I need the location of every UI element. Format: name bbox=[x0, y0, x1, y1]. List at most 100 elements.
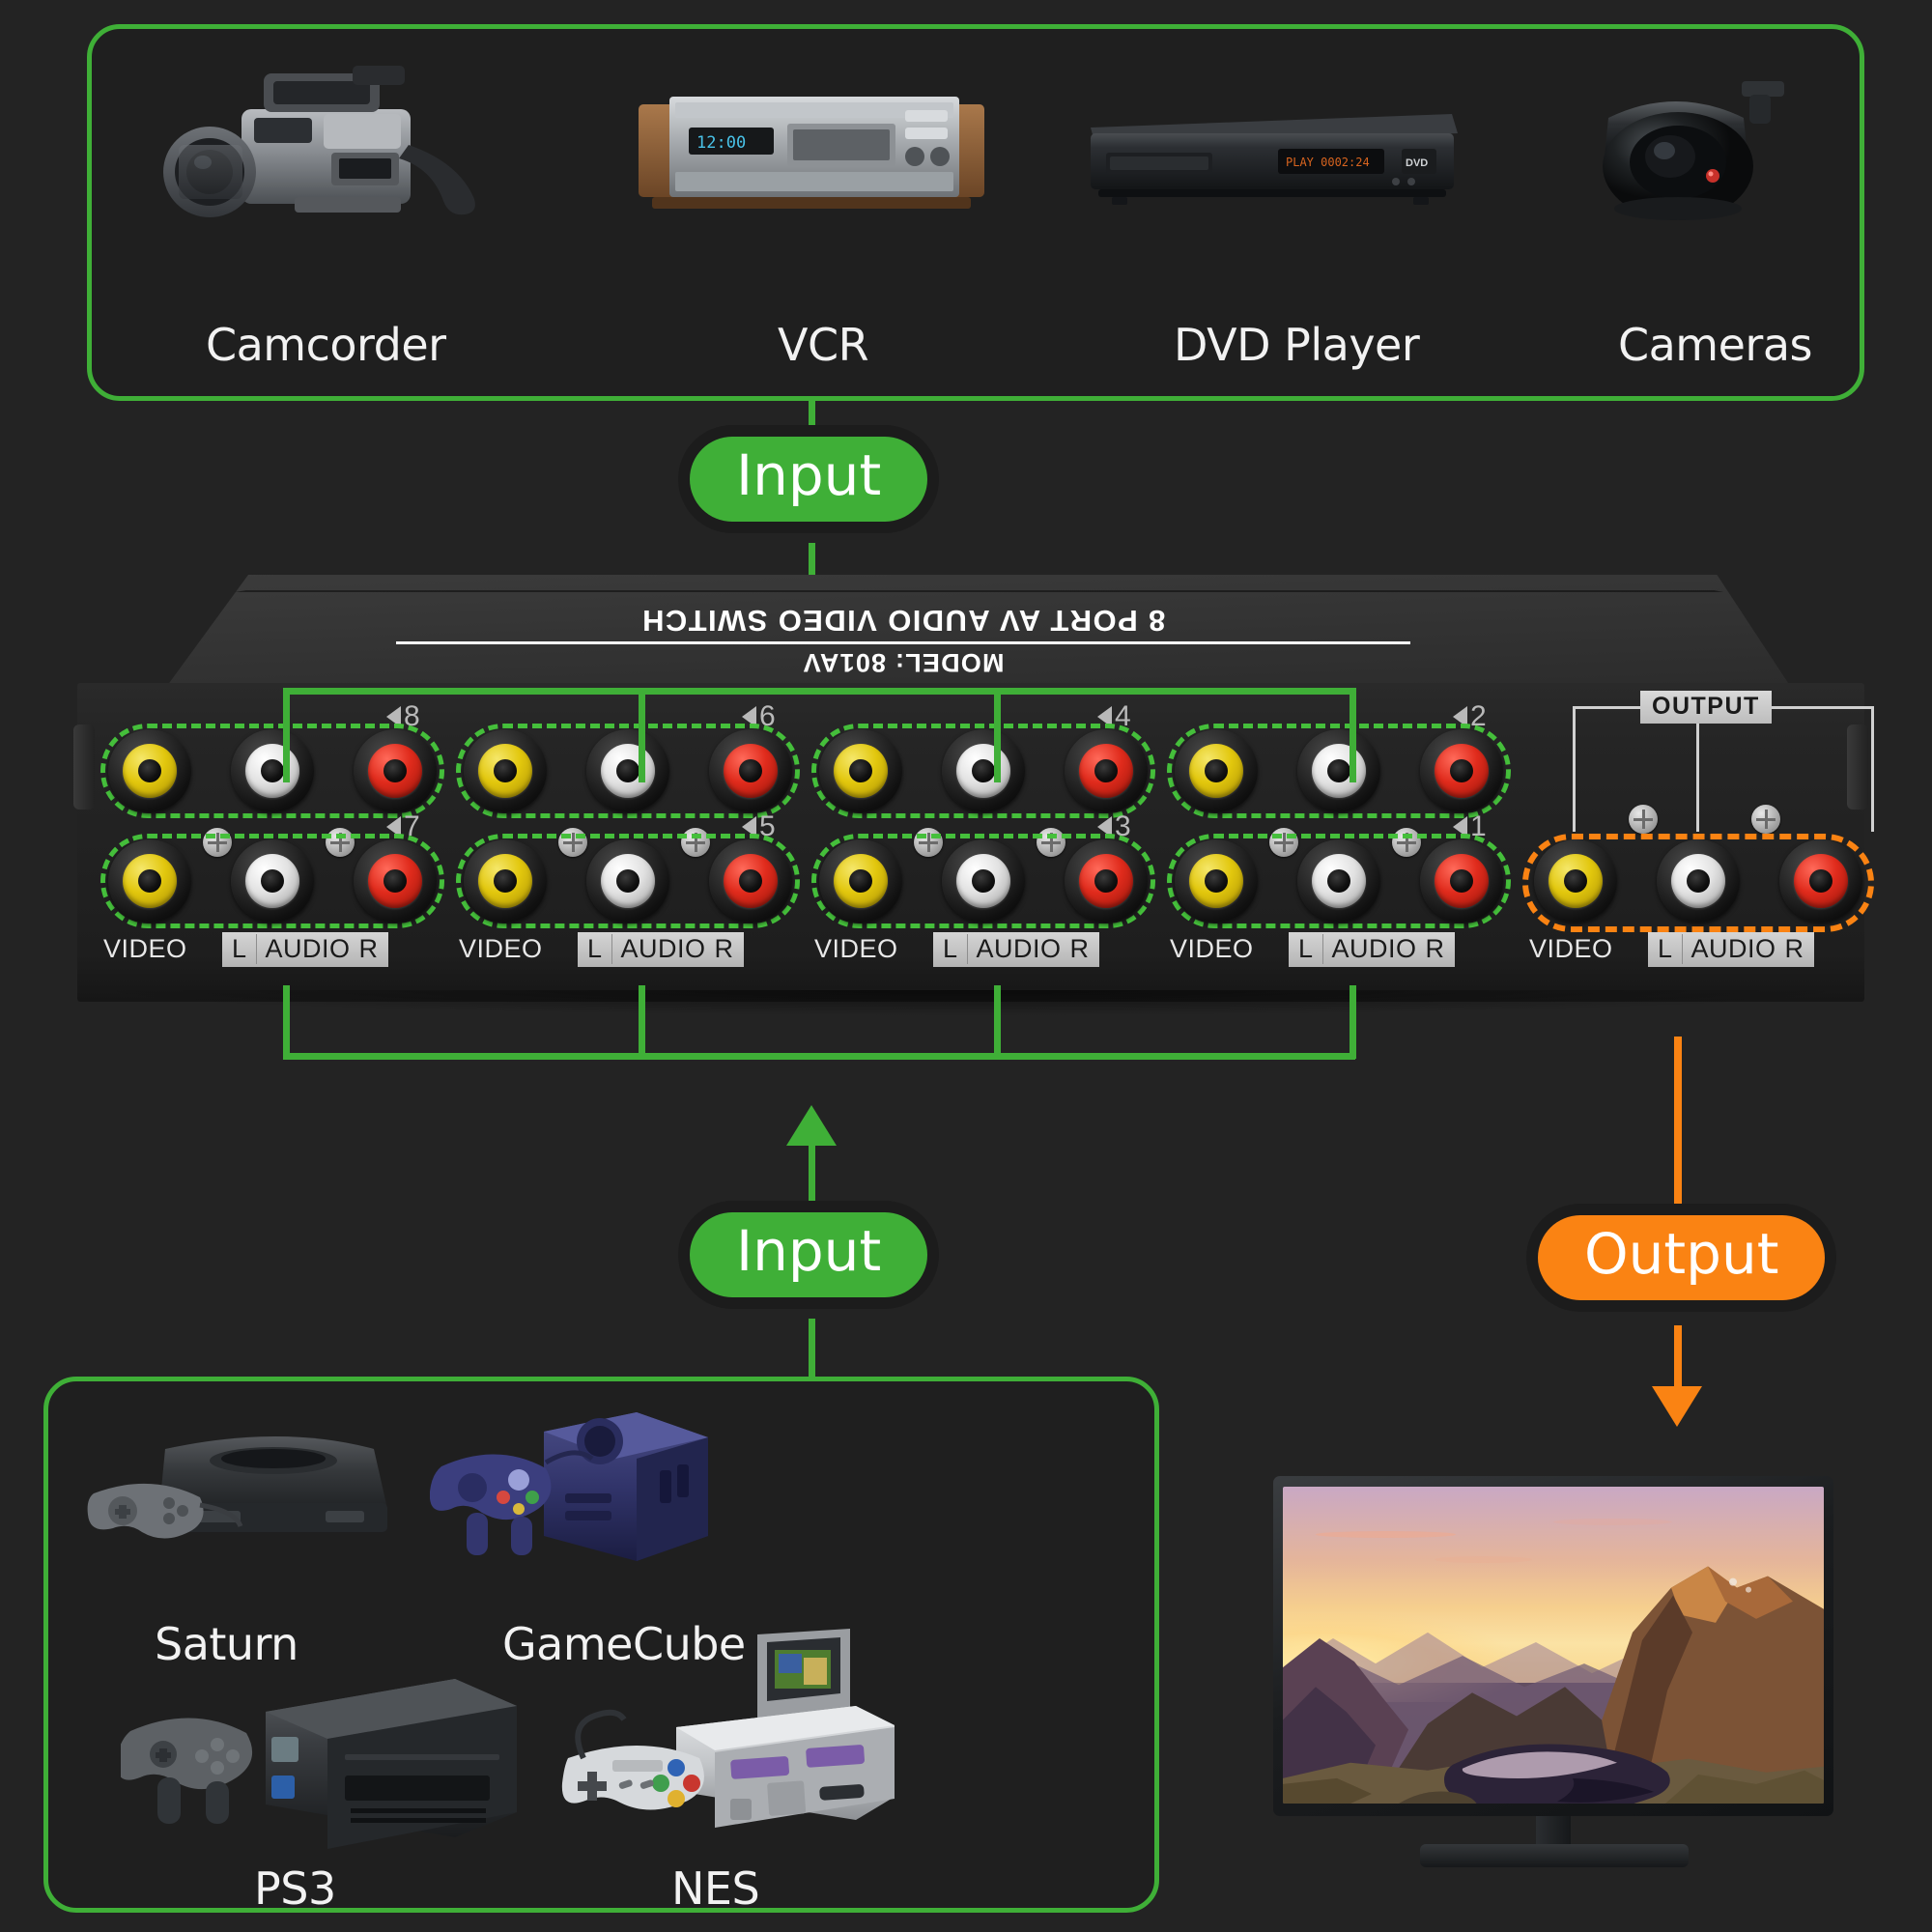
label-audio-word-3: AUDIO bbox=[976, 934, 1062, 963]
wire-bottom-riser-1 bbox=[283, 985, 290, 1059]
sega-saturn-icon bbox=[72, 1410, 401, 1584]
av-switch-device: MODEL: 801AV 8 PORT AV AUDIO VIDEO SWITC… bbox=[73, 575, 1874, 1038]
port-number-3: 3 bbox=[1097, 810, 1131, 843]
label-audio-r-2: R bbox=[714, 934, 734, 963]
wire-bottom-riser-3 bbox=[994, 985, 1001, 1059]
jack-audio-l-6[interactable] bbox=[586, 729, 669, 812]
panel-screw bbox=[203, 828, 232, 857]
panel-screw bbox=[1269, 828, 1298, 857]
jack-video-7[interactable] bbox=[108, 839, 191, 923]
jack-video-6[interactable] bbox=[464, 729, 547, 812]
top-source-label-0: Camcorder bbox=[206, 319, 446, 371]
port-arrow-icon bbox=[386, 706, 401, 727]
wire-top-drop-2 bbox=[639, 688, 645, 782]
panel-screw-output-right bbox=[1751, 805, 1780, 834]
jack-audio-r-3[interactable] bbox=[1065, 839, 1148, 923]
port-number-1-label: 1 bbox=[1470, 810, 1487, 842]
device-title-text: 8 PORT AV AUDIO VIDEO SWITCH bbox=[640, 604, 1166, 638]
jack-audio-l-1[interactable] bbox=[1297, 839, 1380, 923]
jack-audio-l-3[interactable] bbox=[942, 839, 1025, 923]
output-bracket-label: OUTPUT bbox=[1640, 691, 1772, 724]
label-audio-l-1: L bbox=[232, 934, 247, 963]
jack-audio-r-1[interactable] bbox=[1420, 839, 1503, 923]
dvd-player-icon: PLAY 0002:24 DVD bbox=[1077, 104, 1463, 220]
jack-audio-l-4[interactable] bbox=[942, 729, 1025, 812]
device-left-ear bbox=[73, 724, 95, 810]
tv-stand-base bbox=[1420, 1844, 1689, 1867]
label-audio-group-4: L AUDIO R bbox=[1289, 932, 1455, 967]
tv-scene-landscape bbox=[1283, 1566, 1824, 1804]
label-audio-word-2: AUDIO bbox=[620, 934, 706, 963]
jack-video-2[interactable] bbox=[1175, 729, 1258, 812]
jack-audio-r-8[interactable] bbox=[354, 729, 437, 812]
security-camera-icon bbox=[1570, 62, 1792, 236]
bottom-source-label-2: PS3 bbox=[254, 1862, 336, 1915]
port-number-2-label: 2 bbox=[1470, 700, 1487, 732]
input-badge-bottom: Input bbox=[690, 1212, 928, 1297]
wire-top-drop-4 bbox=[1350, 688, 1356, 782]
tv-scene-cloud bbox=[1315, 1530, 1457, 1538]
jack-video-8[interactable] bbox=[108, 729, 191, 812]
gamecube-icon bbox=[429, 1399, 720, 1592]
arrow-up-to-device bbox=[786, 1105, 837, 1146]
panel-screw bbox=[914, 828, 943, 857]
label-audio-word-4: AUDIO bbox=[1331, 934, 1417, 963]
jack-output-video[interactable] bbox=[1534, 839, 1617, 923]
label-video-group-1: VIDEO bbox=[103, 934, 187, 963]
output-badge: Output bbox=[1538, 1215, 1826, 1300]
jack-audio-l-8[interactable] bbox=[231, 729, 314, 812]
input-badge-top-label: Input bbox=[736, 442, 882, 508]
wire-top-panel-to-input-badge bbox=[809, 401, 815, 440]
device-shadow bbox=[97, 990, 1845, 1015]
top-source-label-2: DVD Player bbox=[1174, 319, 1420, 371]
output-bracket-left-stem bbox=[1573, 706, 1576, 832]
jack-audio-l-5[interactable] bbox=[586, 839, 669, 923]
panel-screw-output-left bbox=[1629, 805, 1658, 834]
label-video-group-3: VIDEO bbox=[814, 934, 898, 963]
device-model-text: MODEL: 801AV bbox=[802, 648, 1005, 677]
port-number-5: 5 bbox=[742, 810, 776, 843]
label-audio-output: L AUDIO R bbox=[1648, 932, 1814, 967]
wire-bottom-bus bbox=[283, 1053, 1355, 1060]
camcorder-icon bbox=[150, 56, 488, 244]
jack-audio-r-2[interactable] bbox=[1420, 729, 1503, 812]
label-audio-l-3: L bbox=[943, 934, 958, 963]
port-arrow-icon bbox=[1453, 706, 1467, 727]
label-audio-word-1: AUDIO bbox=[265, 934, 351, 963]
jack-audio-r-4[interactable] bbox=[1065, 729, 1148, 812]
panel-screw bbox=[558, 828, 587, 857]
jack-video-1[interactable] bbox=[1175, 839, 1258, 923]
device-top-seam bbox=[235, 590, 1724, 592]
wire-input-badge-to-bottom-panel bbox=[809, 1319, 815, 1378]
bottom-source-label-0: Saturn bbox=[155, 1618, 298, 1670]
nes-icon bbox=[560, 1623, 898, 1855]
jack-video-4[interactable] bbox=[819, 729, 902, 812]
jack-audio-r-6[interactable] bbox=[709, 729, 792, 812]
device-branding: MODEL: 801AV 8 PORT AV AUDIO VIDEO SWITC… bbox=[396, 592, 1410, 677]
jack-output-audio-r[interactable] bbox=[1779, 839, 1862, 923]
label-audio-word-out: AUDIO bbox=[1690, 934, 1776, 963]
tv-screen bbox=[1283, 1487, 1824, 1804]
jack-audio-l-2[interactable] bbox=[1297, 729, 1380, 812]
jack-audio-r-7[interactable] bbox=[354, 839, 437, 923]
jack-video-3[interactable] bbox=[819, 839, 902, 923]
jack-video-5[interactable] bbox=[464, 839, 547, 923]
bottom-source-label-1: GameCube bbox=[502, 1618, 746, 1670]
port-number-4-label: 4 bbox=[1115, 700, 1131, 732]
wire-top-drop-1 bbox=[283, 688, 290, 782]
port-number-1: 1 bbox=[1453, 810, 1487, 843]
television bbox=[1273, 1476, 1833, 1882]
jack-output-audio-l[interactable] bbox=[1657, 839, 1740, 923]
tv-bezel bbox=[1273, 1476, 1833, 1816]
port-number-2: 2 bbox=[1453, 700, 1487, 733]
port-number-4: 4 bbox=[1097, 700, 1131, 733]
jack-audio-r-5[interactable] bbox=[709, 839, 792, 923]
panel-screw bbox=[326, 828, 355, 857]
port-arrow-icon bbox=[386, 816, 401, 838]
port-number-7-label: 7 bbox=[404, 810, 420, 842]
svg-text:DVD: DVD bbox=[1406, 157, 1428, 169]
jack-audio-l-7[interactable] bbox=[231, 839, 314, 923]
wire-top-bus bbox=[283, 688, 1355, 695]
arrow-down-to-tv bbox=[1652, 1386, 1702, 1427]
